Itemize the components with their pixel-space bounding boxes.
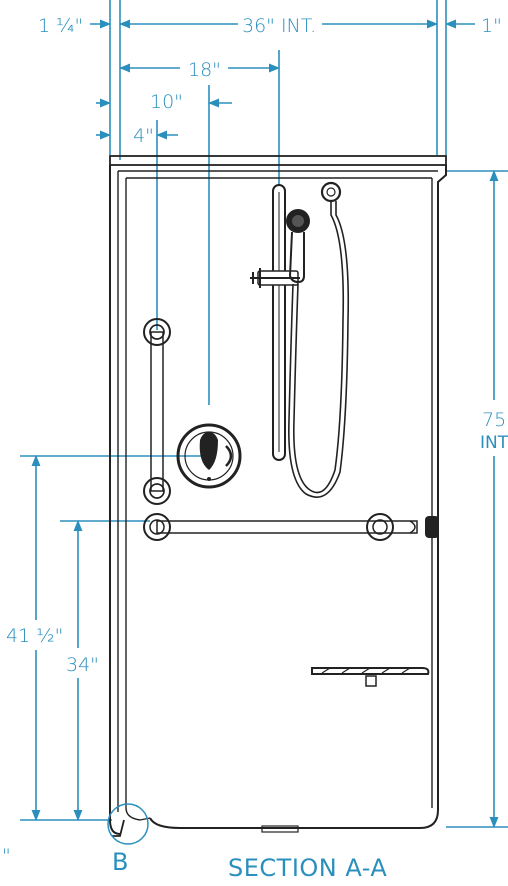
section-title: SECTION A-A <box>228 854 387 882</box>
detail-b-circle <box>107 803 149 845</box>
dim-interior-width: 36" INT. <box>242 15 316 37</box>
dim-right-flange: 1" <box>481 15 502 37</box>
horizontal-grab-bar-icon <box>143 513 439 541</box>
hose-icon <box>288 181 350 498</box>
dim-valve-height: 41 ½" <box>6 625 63 647</box>
detail-b-label: B <box>112 848 129 876</box>
valve-handle-icon <box>176 423 242 489</box>
dim-valve-offset: 18" <box>188 59 221 81</box>
dim-height-value: 75 <box>482 409 506 431</box>
dim-partial-bottom-left: " <box>2 845 11 867</box>
dim-valve-from-wall: 10" <box>150 91 183 113</box>
shower-outline <box>109 155 447 837</box>
soap-shelf-icon <box>311 667 430 687</box>
vertical-grab-bar-icon <box>143 318 171 505</box>
hand-shower-icon <box>286 209 310 284</box>
dim-height-suffix: INT <box>480 433 508 453</box>
dimension-lines <box>20 0 508 829</box>
dim-wall-thickness: 1 ¼" <box>38 15 83 37</box>
dim-grab-bar-height: 34" <box>66 654 99 676</box>
dim-grab-bar-offset: 4" <box>133 125 154 147</box>
